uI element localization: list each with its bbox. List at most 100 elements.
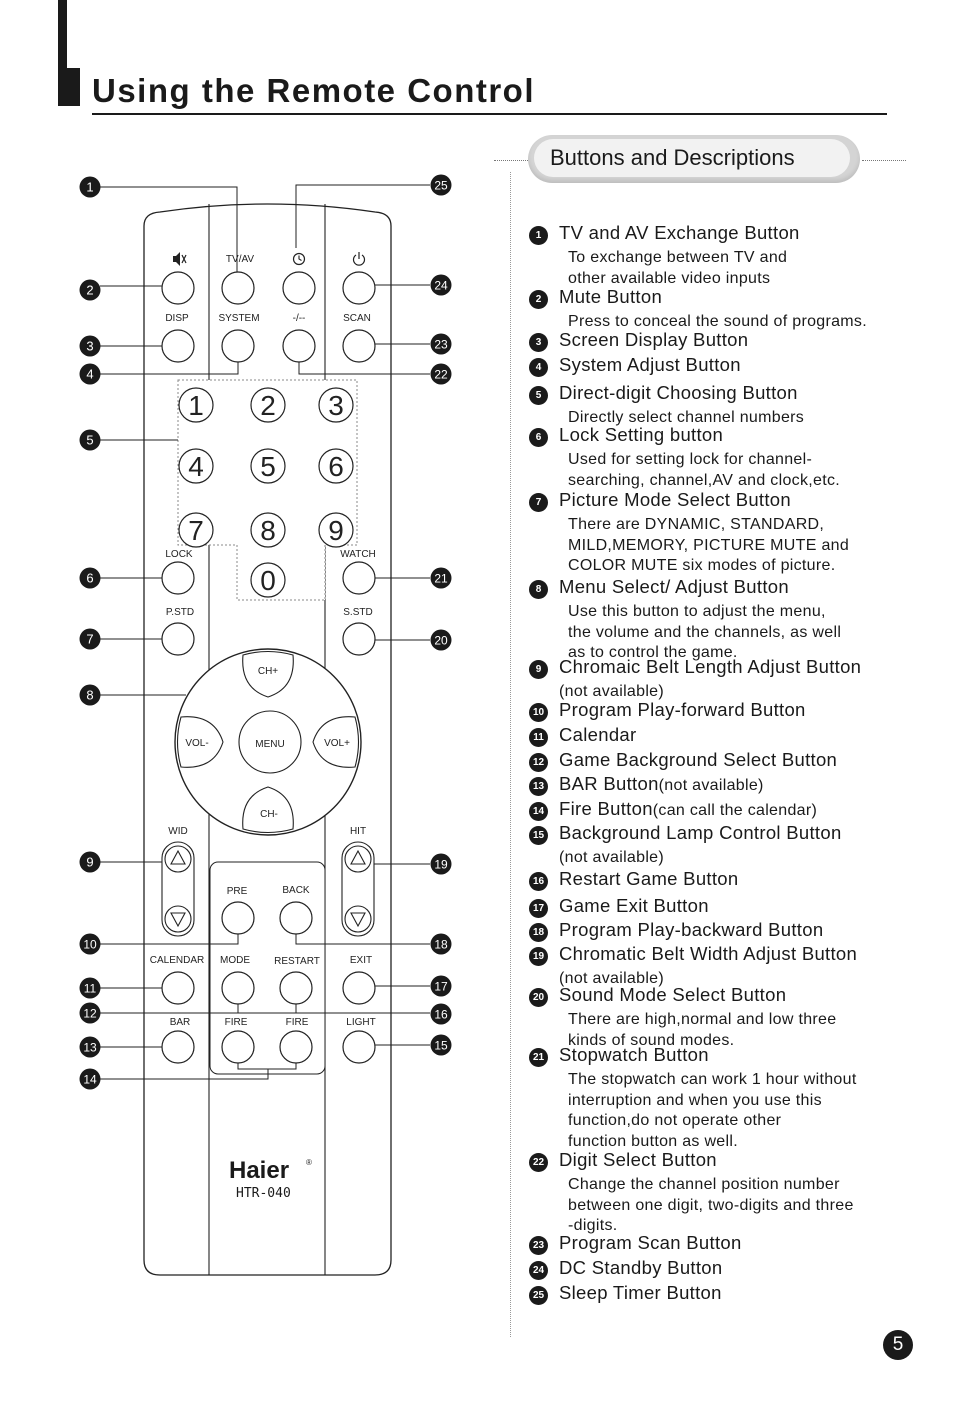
- vol-plus-button[interactable]: [312, 716, 360, 768]
- digit-6-button[interactable]: [318, 448, 354, 484]
- vol-minus-button[interactable]: [176, 716, 224, 768]
- hit-label: HIT: [350, 826, 366, 837]
- callout-9-number: 9: [86, 855, 93, 870]
- callout-20: [430, 629, 452, 651]
- description-body: Use this button to adjust the menu,the v…: [568, 602, 841, 664]
- scan-button[interactable]: [342, 329, 376, 363]
- fire-right-button[interactable]: [279, 1030, 313, 1064]
- tvav-label: TV/AV: [226, 254, 254, 265]
- callout-24: [430, 274, 452, 296]
- callout-24-number: 24: [434, 279, 448, 293]
- system-label: SYSTEM: [218, 313, 259, 324]
- restart-button[interactable]: [279, 971, 313, 1005]
- description-title: Program Scan Button: [559, 1232, 742, 1253]
- power-button[interactable]: [342, 271, 376, 305]
- menu-navigation-pad[interactable]: CH+CH-VOL-VOL+MENU: [174, 648, 362, 836]
- callout-5: [79, 429, 101, 451]
- sleep-timer-button[interactable]: [282, 271, 316, 305]
- description-number-badge: 12: [529, 753, 548, 772]
- callout-1: [79, 176, 101, 198]
- callout-6: [79, 567, 101, 589]
- ch-minus-button[interactable]: [242, 786, 294, 834]
- mode-button[interactable]: [221, 971, 255, 1005]
- description-line: Directly select channel numbers: [568, 409, 805, 426]
- callout-17-number: 17: [434, 980, 448, 994]
- sstd-button[interactable]: [342, 622, 376, 656]
- pstd-button[interactable]: [161, 622, 195, 656]
- calendar-button[interactable]: [161, 971, 195, 1005]
- description-title: Sleep Timer Button: [559, 1282, 722, 1303]
- callout-13: [79, 1036, 101, 1058]
- callout-4: [79, 363, 101, 385]
- pstd-label: P.STD: [166, 607, 194, 618]
- bar-button[interactable]: [161, 1030, 195, 1064]
- callout-23: [430, 333, 452, 355]
- callout-22: [430, 363, 452, 385]
- digit-4-button[interactable]: [178, 448, 214, 484]
- description-number-badge: 7: [529, 493, 548, 512]
- description-title: Mute Button: [559, 286, 663, 307]
- description-title: Program Play-backward Button: [559, 919, 824, 940]
- description-number-badge: 20: [529, 988, 548, 1007]
- watch-button[interactable]: [342, 561, 376, 595]
- digit-1-button[interactable]: [178, 387, 214, 423]
- digit-2-button[interactable]: [250, 387, 286, 423]
- description-number-badge: 15: [529, 826, 548, 845]
- pre-button[interactable]: [221, 901, 255, 935]
- wid-down-button[interactable]: [164, 905, 192, 933]
- digit-select-button[interactable]: [282, 329, 316, 363]
- system-button[interactable]: [221, 329, 255, 363]
- restart-label: RESTART: [274, 956, 320, 967]
- fire-left-button[interactable]: [221, 1030, 255, 1064]
- description-title: TV and AV Exchange Button: [559, 222, 800, 243]
- exit-button[interactable]: [342, 971, 376, 1005]
- description-line: The stopwatch can work 1 hour without: [568, 1071, 857, 1088]
- description-body: The stopwatch can work 1 hour without int…: [568, 1070, 857, 1152]
- back-label: BACK: [282, 885, 310, 896]
- callout-2: [79, 279, 101, 301]
- callout-25-number: 25: [434, 179, 448, 193]
- callout-7: [79, 628, 101, 650]
- disp-button[interactable]: [161, 329, 195, 363]
- digit-5-label: 5: [260, 451, 276, 482]
- menu-label: MENU: [255, 739, 284, 750]
- description-body: Used for setting lock for channel-search…: [568, 450, 840, 491]
- digit-7-button[interactable]: [178, 512, 214, 548]
- description-number-badge: 9: [529, 660, 548, 679]
- digit-0-button[interactable]: [250, 562, 286, 598]
- digit-3-button[interactable]: [318, 387, 354, 423]
- description-line: -digits.: [568, 1217, 618, 1234]
- digit-8-button[interactable]: [250, 512, 286, 548]
- digit-9-button[interactable]: [318, 512, 354, 548]
- menu-button[interactable]: [238, 710, 302, 774]
- description-title: Direct-digit Choosing Button: [559, 382, 798, 403]
- digit-9-label: 9: [328, 515, 344, 546]
- description-line: function button as well.: [568, 1132, 738, 1150]
- wid-up-button[interactable]: [164, 845, 192, 873]
- description-number-badge: 4: [529, 358, 548, 377]
- ch-plus-label: CH+: [258, 666, 278, 677]
- digit-4-label: 4: [188, 451, 204, 482]
- ch-plus-button[interactable]: [242, 650, 294, 698]
- exit-label: EXIT: [350, 955, 372, 966]
- callout-1-number: 1: [86, 180, 93, 195]
- digit-5-button[interactable]: [250, 448, 286, 484]
- calendar-label: CALENDAR: [150, 955, 204, 966]
- lock-button[interactable]: [161, 561, 195, 595]
- description-title: Fire Button(can call the calendar): [559, 798, 818, 819]
- mute-button[interactable]: [161, 271, 195, 305]
- description-line: interruption and when you use this: [568, 1091, 822, 1109]
- back-button[interactable]: [279, 901, 313, 935]
- description-title: Restart Game Button: [559, 868, 739, 889]
- hit-up-button[interactable]: [344, 845, 372, 873]
- description-title: System Adjust Button: [559, 354, 741, 375]
- tvav-button[interactable]: [221, 271, 255, 305]
- hit-down-button[interactable]: [344, 905, 372, 933]
- digit-8-label: 8: [260, 515, 276, 546]
- description-line: MILD,MEMORY, PICTURE MUTE and: [568, 536, 850, 554]
- model-number: HTR-040: [236, 1186, 291, 1201]
- callout-21: [430, 567, 452, 589]
- light-button[interactable]: [342, 1030, 376, 1064]
